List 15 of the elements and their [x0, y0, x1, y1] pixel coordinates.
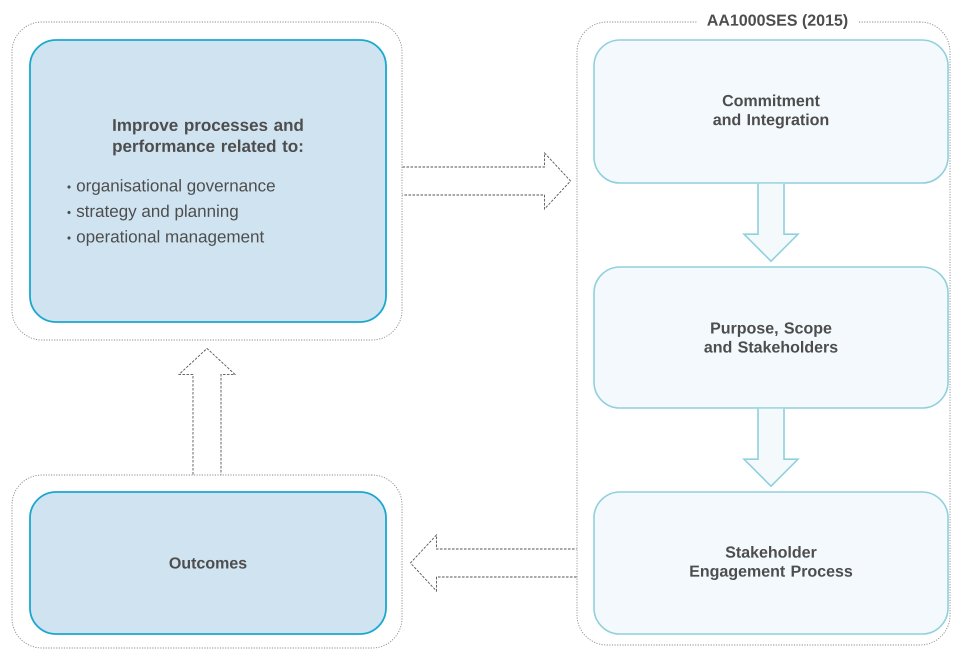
- block-arrow: [742, 408, 800, 488]
- bullet-item: organisational governance: [67, 179, 275, 195]
- process-box: Stakeholder Engagement Process: [593, 491, 949, 635]
- process-box: Outcomes: [29, 491, 387, 635]
- dotted-frame: [12, 22, 402, 340]
- block-arrow: [742, 183, 800, 262]
- process-box: Purpose, Scope and Stakeholders: [593, 266, 949, 409]
- dotted-frame: [12, 474, 402, 648]
- frame-title: AA1000SES (2015): [696, 12, 858, 31]
- bullet-item: operational management: [67, 230, 264, 246]
- block-arrow: [410, 534, 577, 592]
- bullet-item: strategy and planning: [67, 204, 238, 220]
- process-box: Commitment and Integration: [593, 39, 949, 184]
- block-arrow: [178, 348, 236, 475]
- block-arrow: [402, 152, 572, 210]
